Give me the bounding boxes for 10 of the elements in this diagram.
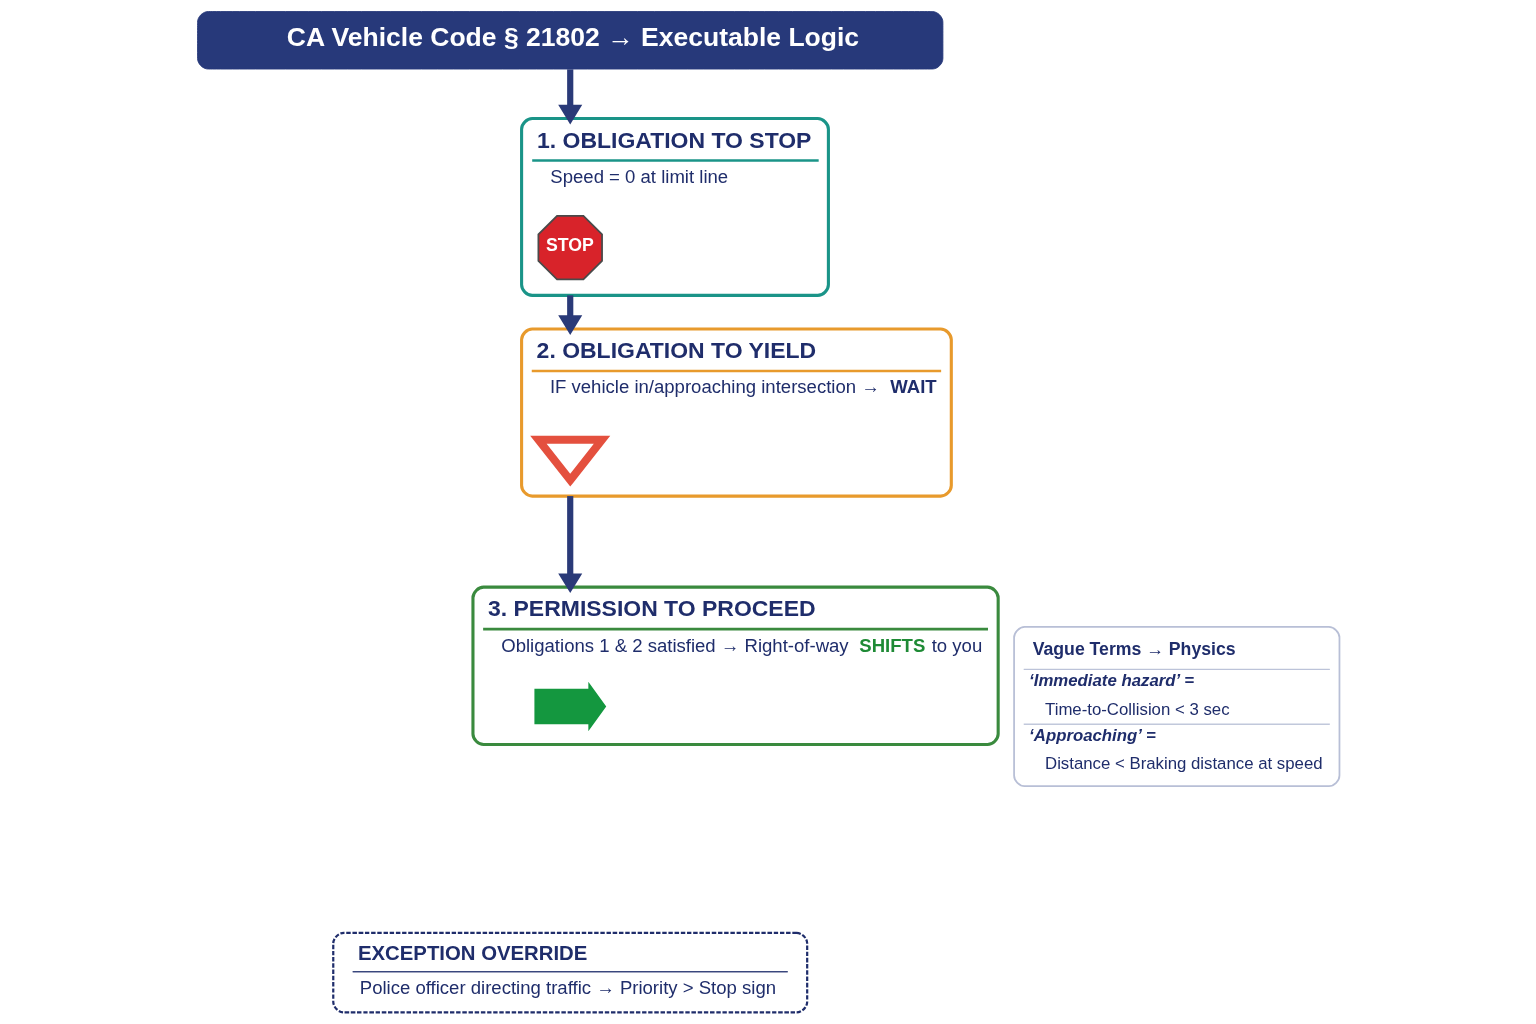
cluster: 2. OBLIGATION TO YIELD IF vehicle in/approaching intersection → WAIT [519, 327, 953, 498]
node-box: Vague Terms → Physics ‘Immediate hazard’ = Time-to-Collision < 3 sec ‘Approaching’ = Distance < Braking distance at speed [1012, 626, 1340, 787]
arrow [557, 496, 582, 594]
node-arrow [533, 681, 606, 732]
arrow [557, 69, 582, 125]
node-box: CA Vehicle Code § 21802 → Executable Logic [196, 11, 943, 70]
cluster: 3. PERMISSION TO PROCEED Obligations 1 & 2 satisfied → Right-of-way SHIFTS to you [470, 585, 1000, 747]
node-box: EXCEPTION OVERRIDE Police officer directing traffic → Priority > Stop sign [331, 931, 808, 1014]
node-triangle [529, 435, 610, 487]
arrow [557, 295, 582, 335]
